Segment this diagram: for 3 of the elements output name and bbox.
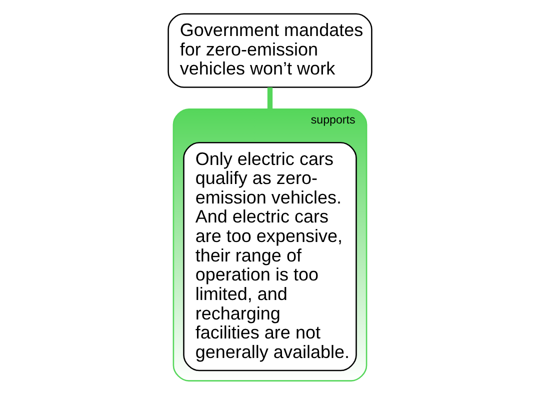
node-box: Government mandates for zero-emission vehicles won’t work: [168, 13, 372, 88]
node-box: Only electric cars qualify as zero-emission vehicles. And electric cars are too expensive, their range of operation is too limited, and recharging facilities are not generally available.: [183, 142, 357, 372]
connector: [267, 87, 273, 110]
